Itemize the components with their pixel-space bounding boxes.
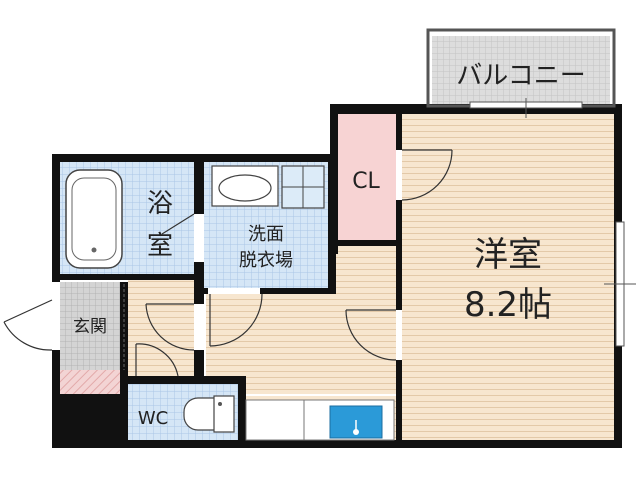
western-room-size: 8.2帖 — [464, 285, 552, 325]
doors — [3, 149, 453, 377]
balcony-label: バルコニー — [456, 61, 585, 91]
washroom-label-line2: 脱衣場 — [239, 250, 293, 271]
entrance-floor — [60, 282, 120, 370]
washroom-label-line1: 洗面 — [248, 224, 284, 245]
balcony-area — [432, 36, 610, 104]
closet-floor — [338, 114, 396, 240]
western-room-name: 洋室 — [474, 235, 542, 275]
bath-label-line1: 浴 — [147, 189, 173, 219]
hall-floor — [128, 276, 200, 376]
wash-basin — [211, 165, 279, 207]
entrance-step — [60, 370, 120, 394]
bathtub — [65, 169, 123, 269]
entrance-label: 玄関 — [73, 317, 107, 337]
toilet-fixture — [183, 395, 235, 433]
washing-machine — [281, 165, 325, 209]
closet-label: CL — [352, 169, 380, 194]
kitchen-counter — [245, 399, 395, 441]
toilet-label: WC — [138, 408, 168, 429]
bath-label-line2: 室 — [147, 231, 173, 261]
western-room-floor — [402, 114, 616, 440]
